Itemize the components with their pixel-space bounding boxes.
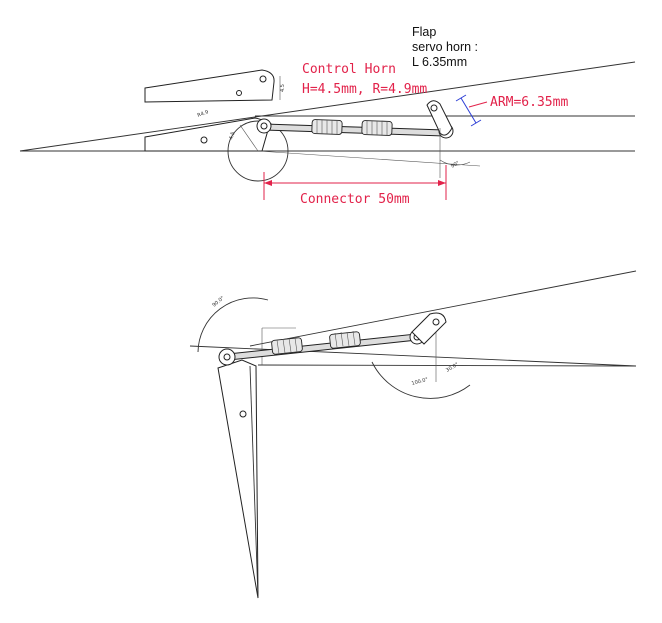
dimension-text: 4.5 (280, 84, 286, 92)
control-horn-mounted (144, 117, 269, 152)
pushrod-pin (223, 353, 231, 361)
arm-dimension-tick (470, 119, 482, 127)
horn-hole (200, 136, 208, 144)
control-horn-part (144, 69, 275, 103)
reference-line-lower (257, 150, 481, 167)
horn-radius-circle (227, 120, 289, 182)
bottom-drawing: 90.0° 100.0° 30.0° (189, 270, 637, 599)
pushrod (263, 123, 445, 137)
surface-edge (249, 365, 259, 599)
dimension-text: 30.0° (445, 361, 460, 373)
clevis-left (271, 337, 303, 355)
dimension-text: 100.0° (411, 377, 429, 387)
wing-upper-line (19, 61, 636, 152)
top-drawing: 4.5 R4.9 4.5 90° (19, 25, 636, 207)
flap-label-line2: servo horn : (412, 40, 478, 54)
control-horn-dims: H=4.5mm, R=4.9mm (302, 82, 427, 97)
dimension-text: 90° (450, 160, 461, 170)
pushrod-pin (260, 122, 268, 130)
arrowhead (264, 180, 272, 186)
flap-label-line3: L 6.35mm (412, 55, 467, 69)
wing-upper-line (249, 270, 637, 347)
angle-arc (439, 159, 471, 166)
connector-label: Connector 50mm (300, 192, 410, 207)
flap-label-line1: Flap (412, 25, 436, 39)
arrowhead (438, 180, 446, 186)
deflection-arc (197, 297, 269, 353)
reference-line (257, 364, 637, 367)
dimension-text: R4.9 (197, 109, 210, 119)
control-horn-title: Control Horn (302, 62, 396, 77)
dimension-text: 4.5 (228, 131, 236, 141)
arm-dimension-line (460, 97, 477, 124)
pushrod (227, 333, 418, 361)
horn-hole (236, 90, 242, 96)
servo-horn-hole (430, 104, 438, 112)
servo-arc (371, 361, 471, 399)
dimension-line (239, 124, 259, 152)
horn-hole (239, 410, 247, 418)
arm-dimension-tick (455, 94, 467, 102)
clevis-right (329, 331, 361, 349)
servo-horn-hole (432, 318, 440, 326)
wing-chord-line (189, 345, 637, 367)
horn-hole (259, 75, 267, 83)
deflected-control-surface (217, 359, 259, 599)
arm-leader-line (468, 101, 488, 108)
arm-label: ARM=6.35mm (490, 95, 568, 110)
